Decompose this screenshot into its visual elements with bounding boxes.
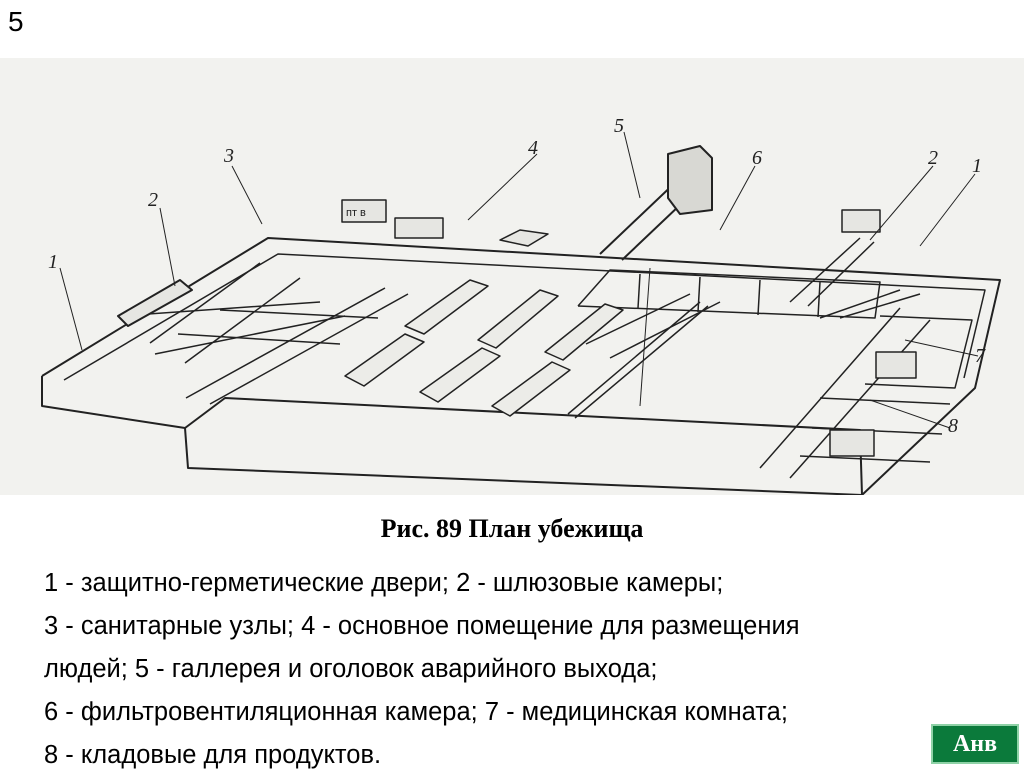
label-5: 5 <box>614 115 624 137</box>
legend-line: 6 - фильтровентиляционная камера; 7 - ме… <box>44 698 788 726</box>
slide-number: 5 <box>8 6 24 37</box>
legend-line: людей; 5 - галлерея и оголовок аварийног… <box>44 655 658 683</box>
nav-button[interactable]: Анв <box>931 724 1019 764</box>
legend: 1 - защитно-герметические двери; 2 - шлю… <box>44 562 1004 777</box>
label-8: 8 <box>948 415 958 437</box>
legend-line: 3 - санитарные узлы; 4 - основное помеще… <box>44 612 800 640</box>
label-4: 4 <box>528 137 538 159</box>
label-2-right: 2 <box>928 147 938 169</box>
label-1-right: 1 <box>972 155 982 177</box>
shelter-plan-drawing: 1 2 3 4 5 6 2 1 7 8 пт в <box>41 115 1001 495</box>
shelter-plan-figure: 1 2 3 4 5 6 2 1 7 8 пт в <box>0 58 1024 495</box>
label-1-left: 1 <box>48 251 58 273</box>
label-3: 3 <box>223 145 234 167</box>
panel-text: пт в <box>346 207 366 219</box>
label-2-left: 2 <box>148 189 158 211</box>
legend-line: 8 - кладовые для продуктов. <box>44 741 382 769</box>
legend-line: 1 - защитно-герметические двери; 2 - шлю… <box>44 569 724 597</box>
figure-caption: Рис. 89 План убежища <box>380 514 644 543</box>
label-7: 7 <box>975 345 986 367</box>
label-6: 6 <box>752 147 762 169</box>
